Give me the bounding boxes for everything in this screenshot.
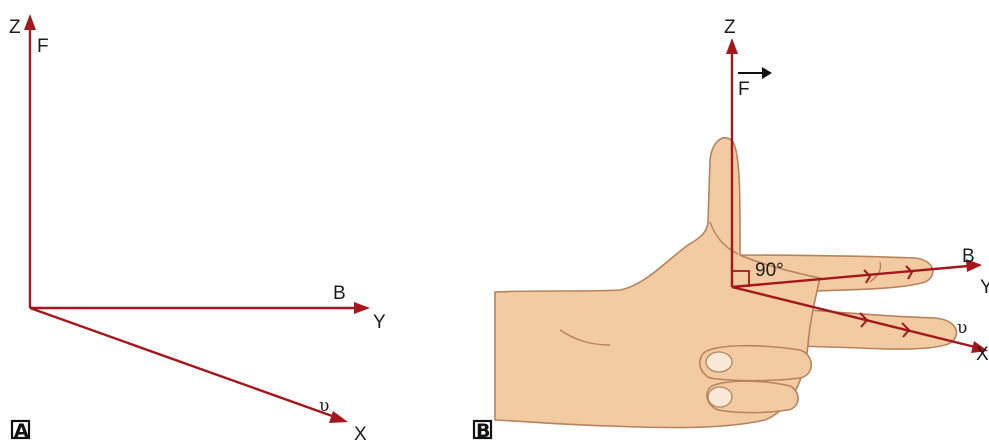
angle-label: 90° bbox=[755, 260, 784, 281]
panel-a-force-label: F bbox=[37, 36, 49, 57]
panel-a-z-arrowhead bbox=[24, 14, 36, 30]
panel-b-x-label: X bbox=[976, 344, 989, 365]
panel-b-velocity-label: υ bbox=[957, 318, 967, 338]
little-fingernail bbox=[708, 387, 732, 407]
panel-a-x-arrowhead bbox=[329, 411, 348, 423]
panel-a-velocity-label: υ bbox=[319, 396, 329, 416]
force-direction-arrow-head bbox=[762, 67, 772, 79]
hand-illustration bbox=[495, 138, 957, 428]
panel-b-tag: B bbox=[476, 420, 490, 441]
panel-a-x-label: X bbox=[354, 424, 367, 441]
panel-a-tag: A bbox=[14, 420, 29, 441]
panel-b-z-label: Z bbox=[724, 17, 736, 38]
panel-a-y-arrowhead bbox=[354, 302, 370, 314]
ring-fingernail bbox=[706, 352, 732, 372]
panel-b-z-arrowhead bbox=[726, 38, 738, 54]
panel-b-y-label: Y bbox=[980, 277, 989, 298]
panel-a: Z F B Y υ X A bbox=[9, 14, 386, 441]
panel-b-field-label: B bbox=[962, 246, 975, 267]
panel-a-x-axis bbox=[30, 308, 335, 417]
panel-b-force-label: F bbox=[738, 79, 750, 100]
panel-a-field-label: B bbox=[333, 283, 346, 304]
panel-b: Z F 90° B Y υ X B bbox=[474, 17, 989, 441]
panel-a-z-label: Z bbox=[9, 17, 21, 38]
panel-a-y-label: Y bbox=[373, 312, 386, 333]
